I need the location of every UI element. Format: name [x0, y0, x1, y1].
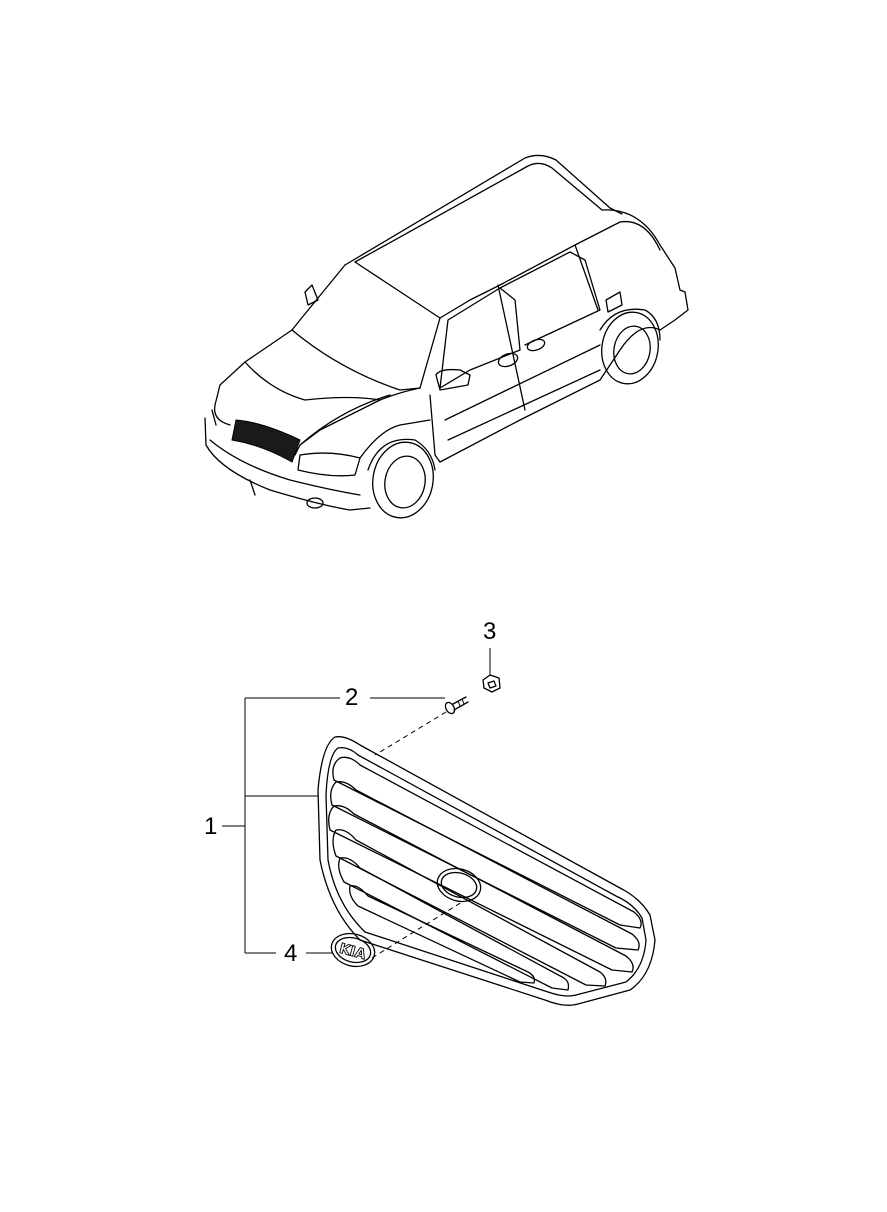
radiator-grille: [317, 736, 656, 1006]
callout-bracket: [222, 648, 491, 954]
callout-1-grille-assembly: 1: [200, 815, 222, 839]
clip-nut-part: [482, 674, 501, 693]
vehicle-illustration: [204, 154, 689, 519]
screw-leader-dashed: [374, 711, 447, 756]
grille-location-highlight: [231, 419, 301, 463]
callout-3-clip-nut: 3: [479, 620, 501, 644]
emblem-lettering: KIA: [337, 941, 367, 963]
callout-2-screw: 2: [341, 686, 363, 710]
kia-emblem: KIA: [330, 932, 376, 968]
screw-part: [444, 696, 469, 715]
callout-4-emblem: 4: [280, 942, 302, 966]
